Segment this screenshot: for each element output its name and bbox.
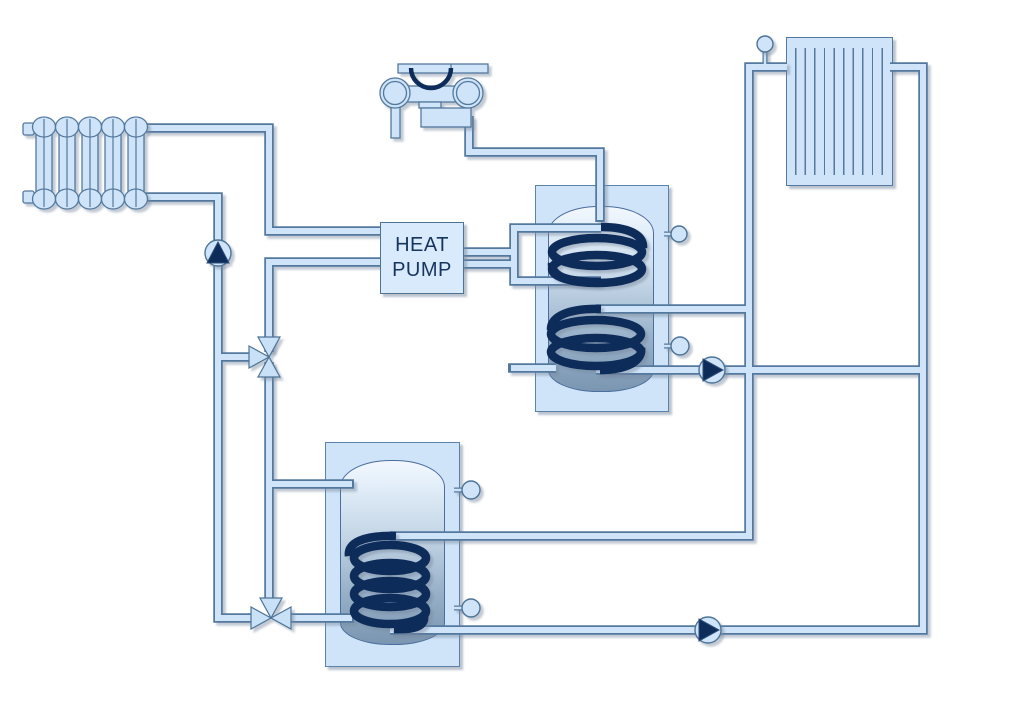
sensor-upper-tank-top (670, 225, 688, 243)
heat-pump-box: HEAT PUMP (380, 222, 464, 294)
radiator-icon (22, 116, 149, 210)
pump-arrow-up-icon (206, 240, 230, 264)
upper-tank-cylinder (548, 206, 654, 392)
solar-collector-fins-icon (795, 48, 885, 175)
sensor-lower-tank-bottom (461, 598, 481, 618)
tap-arch-icon (408, 67, 454, 91)
sensor-solar-pipe (756, 35, 774, 53)
solar-collector (786, 37, 893, 186)
radiator-cap-bottom (22, 190, 35, 204)
three-way-valve-upper (248, 336, 282, 378)
pump-solar-lower (694, 616, 722, 644)
three-way-valve-lower (250, 597, 292, 631)
pump-solar-upper (698, 356, 726, 384)
lower-tank-cylinder (340, 460, 445, 645)
tap-mounting-bar (397, 63, 489, 74)
sensor-lower-tank-top (461, 480, 481, 500)
tap-handle-left (379, 77, 411, 109)
sensor-upper-tank-bottom (670, 336, 690, 356)
radiator-sections (31, 116, 149, 210)
tap-handle-right (452, 77, 484, 109)
radiator-cap-top (22, 122, 35, 136)
pump-arrow-right-icon (702, 358, 725, 382)
mixer-tap-icon (379, 63, 489, 139)
tap-spout (390, 106, 401, 139)
pump-arrow-right-icon (698, 618, 721, 642)
heat-pump-label: HEAT PUMP (392, 234, 452, 281)
pump-radiator-circuit (204, 239, 232, 267)
tap-body (404, 85, 462, 103)
